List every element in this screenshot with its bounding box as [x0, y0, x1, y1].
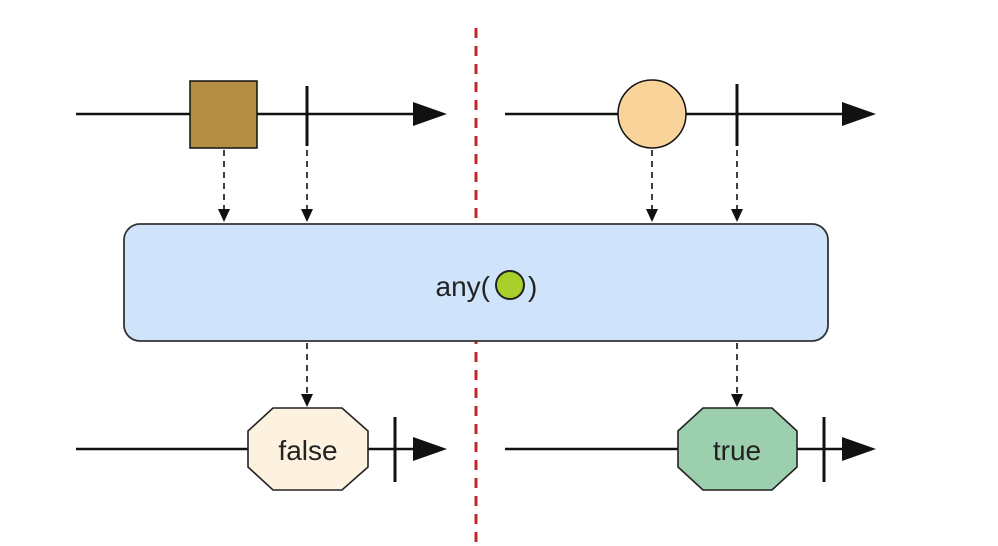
true-octagon — [677, 407, 798, 491]
output-false-label: false — [278, 435, 337, 466]
left-input-timeline — [76, 80, 447, 149]
output-true-label: true — [713, 435, 761, 466]
timeline-arrow-icon — [842, 102, 876, 126]
output-arrowheads — [301, 394, 743, 407]
false-octagon — [247, 407, 369, 491]
timeline-arrow-icon — [842, 437, 876, 461]
right-output-timeline: true — [505, 407, 876, 491]
input-arrowheads — [218, 209, 743, 222]
operator-box: any( ) — [123, 223, 829, 342]
green-circle-icon — [495, 270, 525, 300]
timeline-arrow-icon — [413, 102, 447, 126]
circle-marble — [617, 79, 687, 149]
square-marble — [189, 80, 258, 149]
timeline-arrow-icon — [413, 437, 447, 461]
left-output-timeline: false — [76, 407, 447, 491]
operator-suffix: ) — [528, 271, 537, 302]
input-to-operator-arrows — [223, 150, 738, 210]
right-input-timeline — [505, 79, 876, 149]
operator-to-output-arrows — [306, 343, 738, 395]
operator-prefix: any( — [436, 271, 491, 302]
